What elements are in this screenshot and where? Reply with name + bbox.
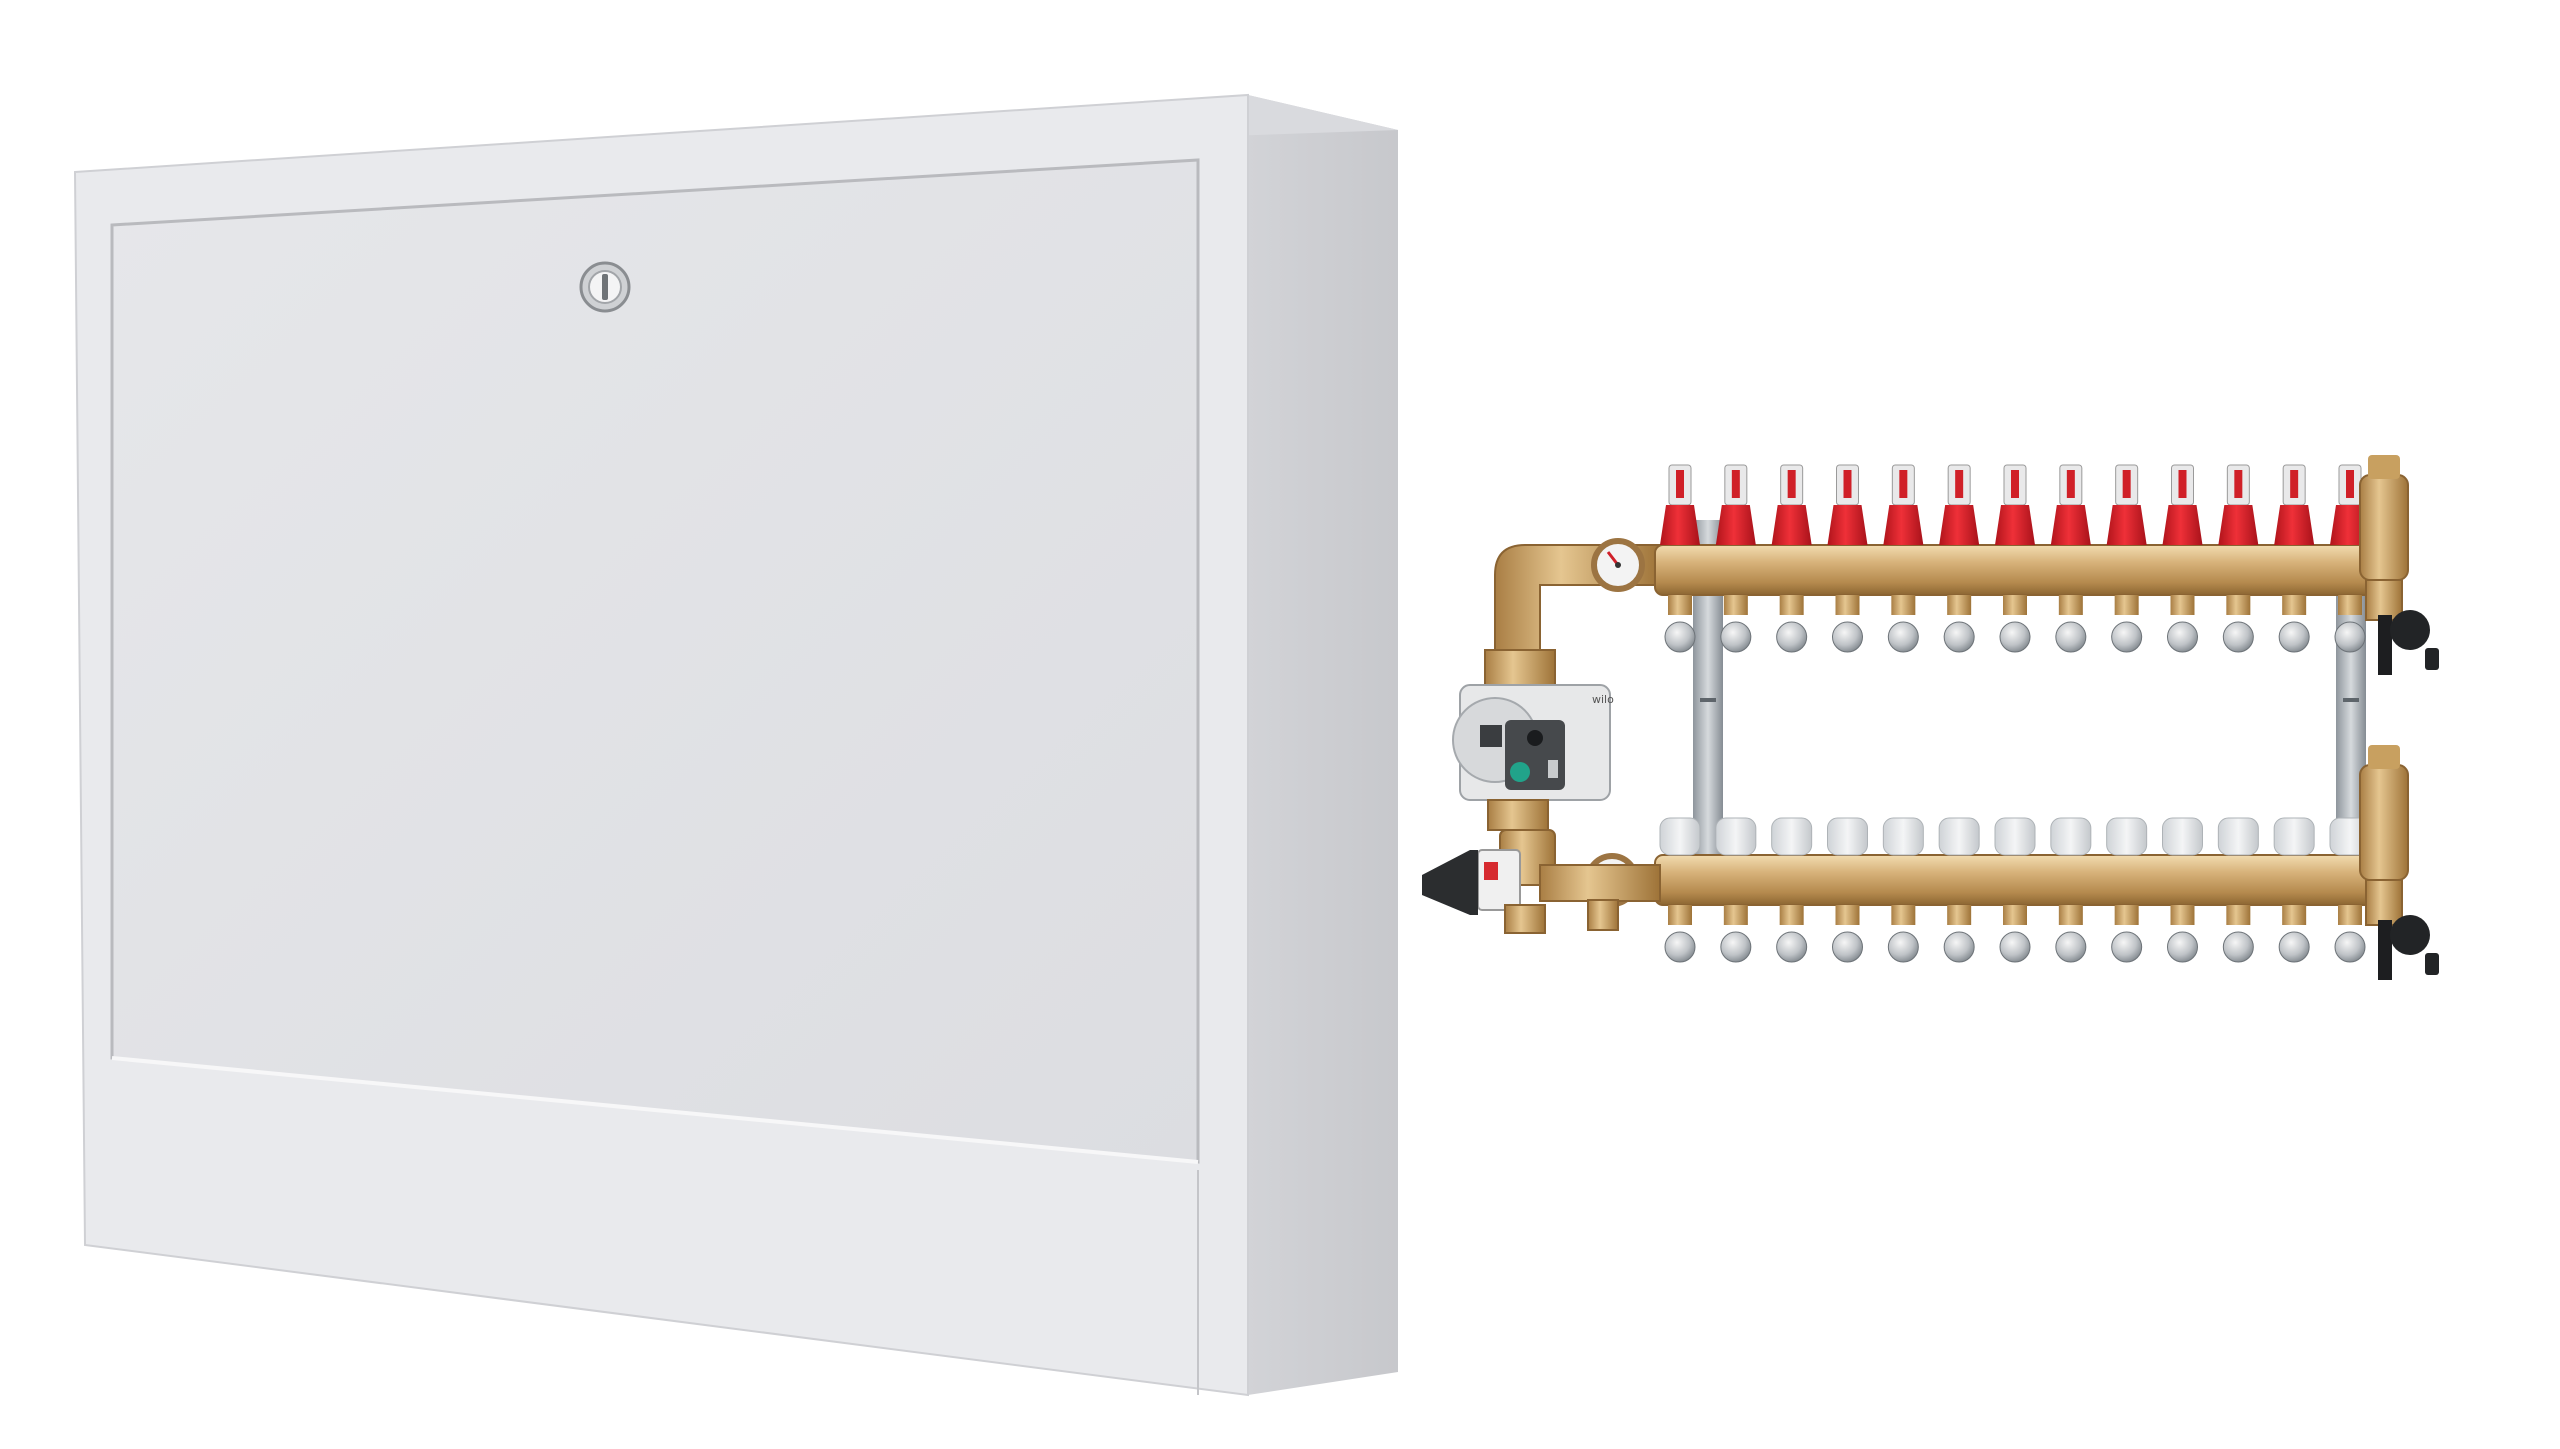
valve-cap-row xyxy=(1659,817,2371,856)
flow-meter[interactable] xyxy=(1715,464,1756,545)
supply-manifold-bar xyxy=(1654,464,2376,653)
outlet-fitting xyxy=(1887,905,1919,963)
flow-meter[interactable] xyxy=(2050,464,2091,545)
flow-meter[interactable] xyxy=(2274,464,2315,545)
outlet-fitting xyxy=(1720,905,1752,963)
valve-cap[interactable] xyxy=(1938,817,1980,856)
valve-cap[interactable] xyxy=(2162,817,2203,856)
flow-meter[interactable] xyxy=(1771,464,1812,545)
flow-meter-row xyxy=(1660,464,2370,545)
flow-meter[interactable] xyxy=(1660,464,1700,545)
outlet-fitting xyxy=(1664,595,1696,653)
valve-cap[interactable] xyxy=(1715,817,1757,856)
cabinet-side-panel xyxy=(1248,95,1398,1395)
thermometer-gauge-icon xyxy=(1591,538,1645,592)
outlet-fitting xyxy=(1887,595,1919,653)
outlet-fitting xyxy=(2222,905,2254,963)
valve-cap[interactable] xyxy=(1882,817,1924,856)
outlet-fitting xyxy=(2111,905,2143,963)
valve-cap[interactable] xyxy=(1771,817,1813,856)
flow-meter[interactable] xyxy=(2218,464,2259,545)
outlet-fitting xyxy=(2167,905,2198,963)
outlet-fitting xyxy=(2055,905,2087,963)
outlet-fitting xyxy=(2278,905,2310,963)
outlet-fitting xyxy=(2334,595,2366,653)
cabinet-door[interactable] xyxy=(110,158,1200,1164)
outlet-fitting xyxy=(2111,595,2143,653)
valve-cap[interactable] xyxy=(1827,817,1868,856)
outlet-fitting xyxy=(2055,595,2087,653)
valve-cap[interactable] xyxy=(2106,817,2148,856)
valve-cap[interactable] xyxy=(2050,817,2092,856)
flow-meter[interactable] xyxy=(2162,464,2203,545)
distribution-cabinet xyxy=(73,93,1398,1397)
actuator-icon xyxy=(1422,850,1478,915)
circulation-pump: wilo xyxy=(1452,649,1614,831)
flow-meter[interactable] xyxy=(2106,464,2147,545)
lock-icon[interactable] xyxy=(579,261,631,313)
outlet-fitting xyxy=(1832,905,1863,963)
flow-meter[interactable] xyxy=(1827,464,1868,545)
outlet-fitting xyxy=(2334,905,2366,963)
outlet-fitting xyxy=(2222,595,2254,653)
outlet-fitting xyxy=(1776,905,1808,963)
outlet-fitting xyxy=(2167,595,2198,653)
air-vent-assembly xyxy=(2359,455,2439,675)
mixing-valve xyxy=(1422,829,1661,934)
outlet-fitting xyxy=(1720,595,1752,653)
outlet-fitting xyxy=(1943,595,1975,653)
flow-meter[interactable] xyxy=(1995,464,2035,545)
pump-brand-label: wilo xyxy=(1592,693,1614,706)
outlet-fitting xyxy=(1943,905,1975,963)
valve-cap[interactable] xyxy=(1994,817,2036,856)
return-manifold-bar xyxy=(1654,817,2376,963)
drain-cap-icon xyxy=(2390,915,2430,955)
outlet-fitting xyxy=(1999,905,2031,963)
outlet-fitting xyxy=(1776,595,1808,653)
flow-meter[interactable] xyxy=(1939,464,1980,545)
flow-meter[interactable] xyxy=(1883,464,1924,545)
air-vent-assembly xyxy=(2359,745,2439,980)
heating-manifold: wilo xyxy=(1422,455,2439,980)
valve-cap[interactable] xyxy=(2273,817,2315,856)
door-bottom-seam xyxy=(111,1056,1199,1164)
valve-cap[interactable] xyxy=(1659,817,1701,856)
supply-outlet-row xyxy=(1664,595,2366,653)
outlet-fitting xyxy=(1832,595,1863,653)
outlet-fitting xyxy=(2278,595,2310,653)
return-outlet-row xyxy=(1664,905,2366,963)
drain-cap-icon xyxy=(2390,610,2430,650)
outlet-fitting xyxy=(1664,905,1696,963)
valve-cap[interactable] xyxy=(2217,817,2259,856)
outlet-fitting xyxy=(1999,595,2031,653)
